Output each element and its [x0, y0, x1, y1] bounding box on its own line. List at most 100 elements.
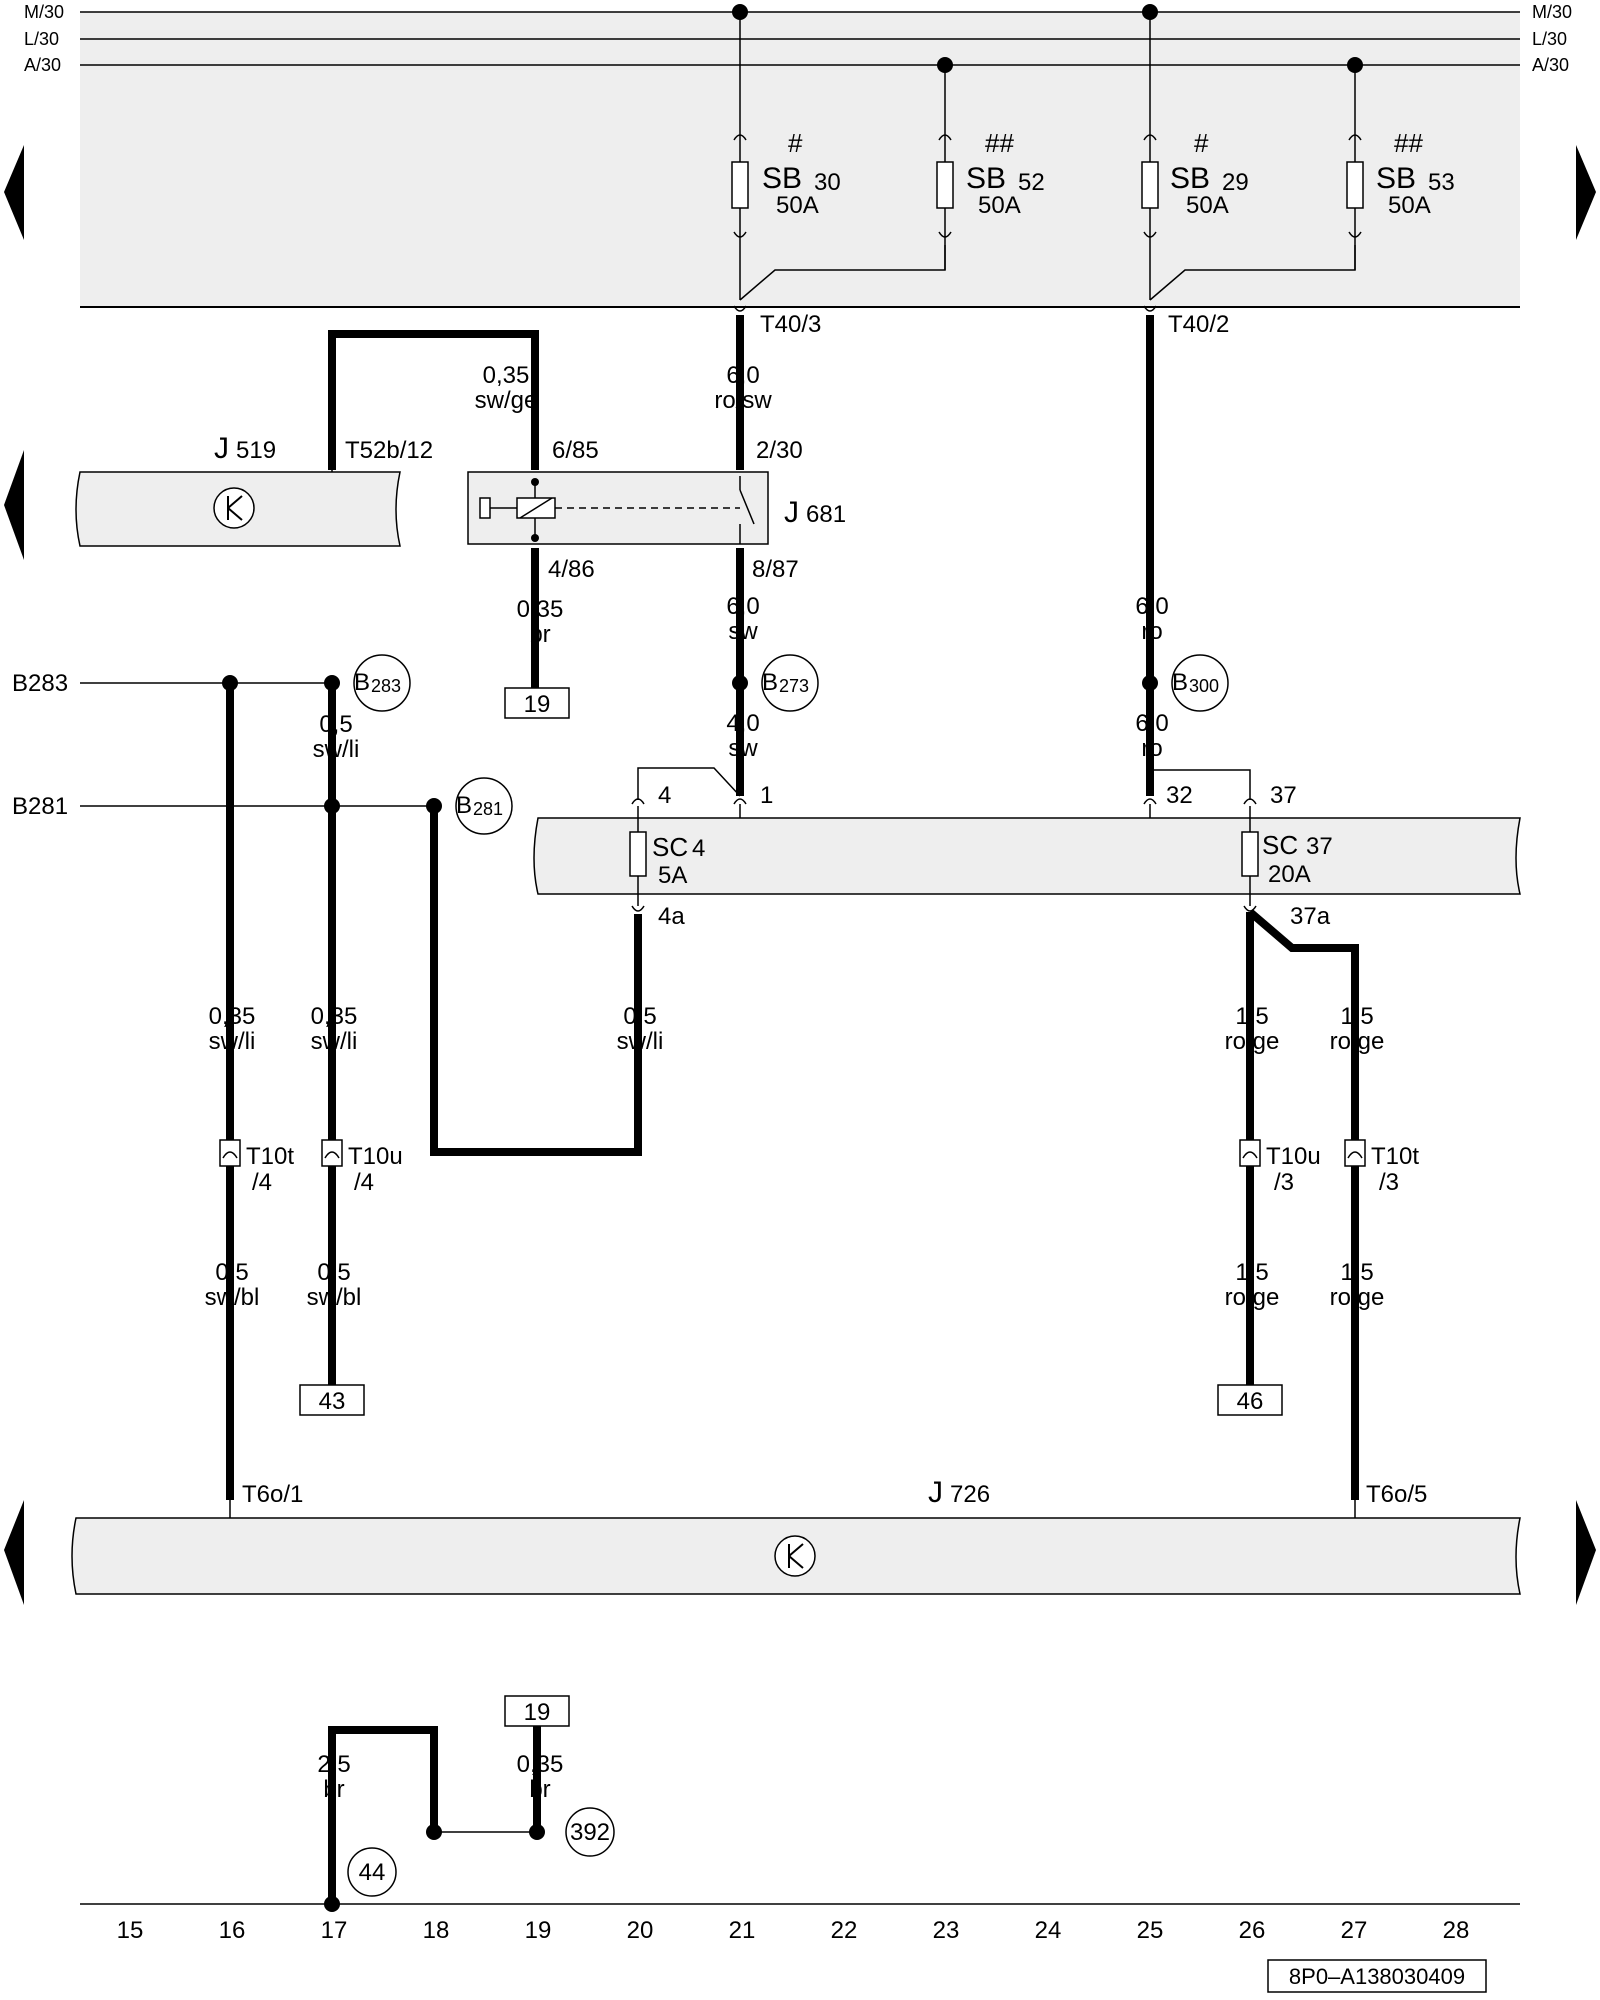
svg-text:15: 15 — [117, 1917, 144, 1944]
svg-text:30: 30 — [814, 169, 841, 196]
wire-w2-color: ro/sw — [714, 387, 772, 414]
ground-point-392 — [565, 1807, 615, 1857]
ref-box-43 — [299, 1384, 365, 1416]
next-page-arrow-bottom[interactable] — [1576, 1500, 1596, 1605]
wire-w14-size: 0,5 — [215, 1259, 248, 1286]
svg-text:SC: SC — [1262, 830, 1298, 860]
control-unit-j726: J 726 — [71, 1476, 1521, 1595]
prev-page-arrow-mid[interactable] — [4, 450, 24, 560]
wire-w16-color: ro/ge — [1225, 1284, 1280, 1311]
svg-text:273: 273 — [779, 676, 809, 696]
relay-j681: J 681 — [467, 471, 846, 545]
svg-text:52: 52 — [1018, 169, 1045, 196]
ref-box-19-a — [504, 687, 570, 719]
wire-w17-size: 1,5 — [1340, 1259, 1373, 1286]
svg-text:/4: /4 — [252, 1169, 272, 1196]
svg-text:18: 18 — [423, 1917, 450, 1944]
connection-b300 — [1171, 654, 1229, 712]
wire-w15-color: sw/bl — [307, 1284, 362, 1311]
connector-t10t-4: T10t /4 — [219, 1139, 294, 1196]
svg-text:##: ## — [1394, 128, 1423, 158]
pin-1: 1 — [760, 782, 773, 809]
wire-w6-color: ro — [1141, 618, 1162, 645]
control-unit-j519: J 519 — [75, 432, 401, 547]
wire-col27 — [1247, 908, 1359, 1500]
svg-text:50A: 50A — [1186, 192, 1229, 219]
svg-text:50A: 50A — [776, 192, 819, 219]
ground-point-44 — [347, 1847, 397, 1897]
terminal-t52b-12: T52b/12 — [345, 437, 433, 464]
fuse-sb30: # SB 30 50A — [731, 4, 841, 300]
next-page-arrow-top[interactable] — [1576, 145, 1596, 240]
wire-w1-size: 0,35 — [483, 362, 530, 389]
svg-text:25: 25 — [1137, 1917, 1164, 1944]
relay-pin-87: 8/87 — [752, 556, 799, 583]
wire-w17-color: ro/ge — [1330, 1284, 1385, 1311]
fuse-sb53: ## SB 53 50A — [1149, 57, 1455, 301]
relay-pin-86: 4/86 — [548, 556, 595, 583]
fuse-sb29: # SB 29 50A — [1141, 4, 1249, 300]
rail-label-a30-left: A/30 — [24, 55, 61, 75]
svg-text:19: 19 — [525, 1917, 552, 1944]
pin-37: 37 — [1270, 782, 1297, 809]
rail-label-a30-right: A/30 — [1532, 55, 1569, 75]
svg-text:#: # — [1194, 128, 1209, 158]
terminal-t6o-1: T6o/1 — [242, 1481, 303, 1508]
svg-text:T40/2: T40/2 — [1168, 311, 1229, 338]
svg-text:T10u: T10u — [1266, 1143, 1321, 1170]
svg-text:SB: SB — [1376, 162, 1416, 195]
connection-b281 — [455, 777, 513, 835]
svg-text:300: 300 — [1189, 676, 1219, 696]
ref-19-b: 19 — [524, 1699, 551, 1726]
wire-w3-color: br — [529, 621, 550, 648]
svg-text:681: 681 — [806, 501, 846, 528]
svg-text:50A: 50A — [978, 192, 1021, 219]
wire-w9-size: 0,35 — [209, 1003, 256, 1030]
svg-text:B: B — [1172, 669, 1188, 696]
wire-w13-color: ro/ge — [1330, 1028, 1385, 1055]
svg-text:27: 27 — [1341, 1917, 1368, 1944]
svg-text:519: 519 — [236, 437, 276, 464]
svg-text:5A: 5A — [658, 862, 687, 889]
fuse-sb52: ## SB 52 50A — [739, 57, 1045, 301]
ref-19-a: 19 — [524, 691, 551, 718]
wire-w12-size: 1,5 — [1235, 1003, 1268, 1030]
terminal-t40-3: T40/3 — [733, 305, 821, 338]
svg-text:J: J — [784, 496, 799, 529]
drawing-code: 8P0–A138030409 — [1289, 1964, 1465, 1989]
wire-w4-color: sw — [728, 618, 758, 645]
prev-page-arrow-bottom[interactable] — [4, 1500, 24, 1605]
svg-text:SB: SB — [762, 162, 802, 195]
svg-text:J: J — [214, 432, 229, 465]
wire-w11-color: sw/li — [617, 1028, 664, 1055]
connector-t10t-3: T10t /3 — [1344, 1139, 1419, 1196]
svg-text:22: 22 — [831, 1917, 858, 1944]
wire-w3-size: 0,35 — [517, 596, 564, 623]
svg-text:B: B — [762, 669, 778, 696]
pin-4a: 4a — [658, 903, 685, 930]
svg-text:J: J — [928, 1476, 943, 1509]
wire-j519-relay — [328, 330, 539, 470]
svg-text:T40/3: T40/3 — [760, 311, 821, 338]
ref-box-19-b — [504, 1695, 570, 1727]
supply-rails: M/30 L/30 A/30 M/30 L/30 A/30 — [24, 2, 1572, 75]
svg-text:50A: 50A — [1388, 192, 1431, 219]
connector-t10u-4: T10u /4 — [321, 1139, 403, 1196]
fuse-carrier-sb — [80, 12, 1520, 307]
connector-t10u-3: T10u /3 — [1239, 1139, 1321, 1196]
prev-page-arrow-top[interactable] — [4, 145, 24, 240]
fuse-sc37: SC 37 20A — [1143, 769, 1333, 912]
wire-w5-color: sw — [728, 735, 758, 762]
wire-w13-size: 1,5 — [1340, 1003, 1373, 1030]
wire-w1-color: sw/ge — [475, 387, 538, 414]
svg-text:B: B — [354, 669, 370, 696]
svg-text:23: 23 — [933, 1917, 960, 1944]
svg-text:37: 37 — [1306, 833, 1333, 860]
svg-text:20: 20 — [627, 1917, 654, 1944]
svg-text:26: 26 — [1239, 1917, 1266, 1944]
line-label-b281: B281 — [12, 793, 68, 820]
svg-text:SB: SB — [1170, 162, 1210, 195]
pin-4: 4 — [658, 782, 671, 809]
wire-w7-color: ro — [1141, 735, 1162, 762]
pin-32: 32 — [1166, 782, 1193, 809]
